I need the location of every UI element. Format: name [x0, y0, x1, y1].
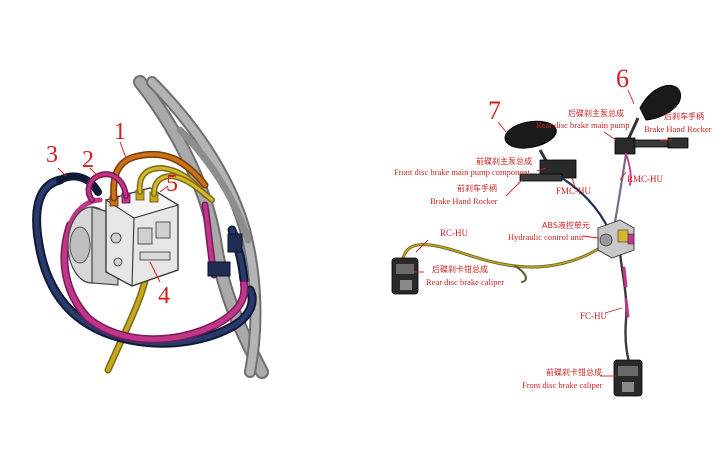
label-front-pump-cn: 前碟刹主泵总成: [476, 157, 532, 166]
label-rear-caliper-en: Rear disc brake caliper: [426, 277, 505, 287]
callout-3: 3: [46, 142, 58, 168]
front-brake-lever-illustration: [504, 120, 577, 182]
callout-4: 4: [158, 283, 170, 309]
label-front-rocker-cn: 前刹车手柄: [457, 184, 497, 193]
callout-7: 7: [488, 96, 501, 125]
label-rear-caliper-cn: 后碟刹卡钳总成: [432, 265, 488, 274]
label-rear-pump-en: Rear disc brake main pump: [536, 120, 630, 130]
right-hoses: [400, 152, 634, 374]
label-rear-rocker-cn: 后刹车手柄: [664, 112, 704, 121]
abs-unit-small: [597, 219, 635, 259]
rear-caliper-illustration: [391, 257, 419, 295]
callout-1: 1: [114, 119, 126, 145]
callout-6: 6: [616, 64, 629, 93]
left-leader-lines: [57, 141, 169, 283]
label-rc-hu: RC-HU: [440, 228, 469, 238]
label-rmc-hu: RMC-HU: [627, 174, 664, 184]
frame-tubes: [133, 75, 269, 379]
top-hoses: [85, 150, 215, 203]
callout-2: 2: [82, 147, 94, 173]
label-abs-en: Hydraulic control unit: [508, 232, 584, 242]
label-fc-hu: FC-HU: [580, 311, 608, 321]
label-rear-pump-cn: 后碟刹主泵总成: [568, 109, 624, 118]
front-caliper-illustration: [613, 359, 643, 397]
label-rear-rocker-en: Brake Hand Rocker: [644, 124, 712, 134]
hose-clamp: [207, 261, 231, 277]
callout-5: 5: [166, 171, 178, 197]
label-front-pump-en: Front disc brake main pump component: [394, 167, 530, 177]
label-abs-cn: ABS液控单元: [542, 221, 590, 230]
label-front-caliper-en: Front disc brake caliper: [522, 380, 603, 390]
label-front-caliper-cn: 前碟刹卡钳总成: [546, 368, 602, 377]
abs-block: [104, 187, 180, 287]
right-leader-lines: [414, 89, 672, 377]
magenta-hose: [60, 197, 249, 344]
label-front-rocker-en: Brake Hand Rocker: [430, 196, 498, 206]
label-fmc-hu: FMC-HU: [556, 186, 592, 196]
